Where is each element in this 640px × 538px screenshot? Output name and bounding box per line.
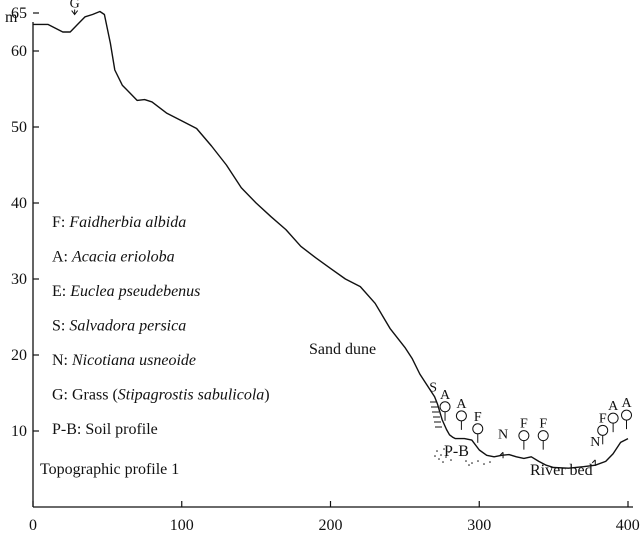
salvadora-hatching: [430, 401, 442, 428]
sand-dune-label: Sand dune: [309, 341, 376, 358]
vegetation-marker-label: A: [608, 399, 619, 414]
vegetation-marker-label: N: [498, 427, 508, 442]
tree-canopy: [455, 410, 467, 422]
vegetation-marker-label: A: [621, 396, 632, 411]
vegetation-marker-label: A: [440, 388, 451, 403]
vegetation-marker-label: A: [456, 397, 467, 412]
shrub-stem: [499, 451, 504, 459]
tree-canopy: [537, 430, 549, 442]
vegetation-marker-s-1: S: [429, 381, 437, 396]
vegetation-marker-f-6: F: [518, 417, 530, 450]
vegetation-marker-f-7: F: [537, 417, 549, 450]
vegetation-marker-label: G: [70, 0, 80, 12]
tree-canopy: [621, 409, 633, 421]
vegetation-marker-a-3: A: [455, 397, 467, 430]
tree-canopy: [607, 412, 619, 424]
legend-item-3: S: Salvadora persica: [52, 318, 186, 335]
legend-item-1: A: Acacia erioloba: [52, 249, 175, 266]
profile-title: Topographic profile 1: [40, 461, 179, 478]
legend-item-6: P-B: Soil profile: [52, 421, 158, 438]
x-tick-label-3: 300: [467, 517, 491, 534]
y-tick-label-4: 50: [11, 119, 27, 136]
vegetation-marker-label: F: [520, 417, 528, 432]
legend-item-5: G: Grass (Stipagrostis sabulicola): [52, 387, 270, 404]
vegetation-marker-f-9: F: [597, 411, 609, 445]
y-ticks: 10 20 30 40 50 60 65: [11, 5, 39, 440]
tree-canopy: [472, 423, 484, 435]
y-tick-label-5: 60: [11, 43, 27, 60]
legend-item-4: N: Nicotiana usneoide: [52, 352, 196, 369]
shrub-stem: [591, 459, 596, 466]
vegetation-marker-label: N: [590, 435, 600, 450]
x-tick-label-0: 0: [29, 517, 37, 534]
x-tick-label-2: 200: [319, 517, 343, 534]
vegetation-marker-a-10: A: [607, 399, 619, 433]
tree-canopy: [518, 430, 530, 442]
vegetation-marker-n-8: N: [590, 435, 600, 466]
terrain-profile-line: [33, 10, 629, 469]
y-tick-label-0: 10: [11, 423, 27, 440]
vegetation-marker-a-11: A: [621, 396, 633, 430]
vegetation-marker-label: S: [429, 381, 437, 396]
soil-profile-stipple: [434, 448, 491, 466]
legend-item-0: F: Faidherbia albida: [52, 214, 186, 231]
vegetation-marker-label: F: [539, 417, 547, 432]
y-tick-label-6: 65: [11, 5, 27, 22]
x-tick-label-1: 100: [170, 517, 194, 534]
y-tick-label-1: 20: [11, 347, 27, 364]
soil-profile-label: P-B: [444, 443, 469, 460]
vegetation-marker-label: F: [474, 410, 482, 425]
vegetation-marker-n-5: N: [498, 427, 508, 459]
tree-canopy: [439, 401, 451, 413]
vegetation-marker-g-0: G: [70, 0, 80, 16]
grass-tuft: [71, 9, 79, 16]
legend-item-2: E: Euclea pseudebenus: [52, 283, 200, 300]
legend: F: Faidherbia albida A: Acacia eriolobaE:…: [52, 214, 270, 438]
vegetation-marker-label: F: [599, 411, 607, 426]
y-unit-label: m: [5, 9, 18, 26]
tree-canopy: [597, 424, 609, 436]
river-bed-label: River bed: [530, 462, 593, 479]
vegetation-marker-a-2: A: [439, 388, 451, 421]
y-tick-label-2: 30: [11, 271, 27, 288]
y-tick-label-3: 40: [11, 195, 27, 212]
vegetation-marker-f-4: F: [472, 410, 484, 443]
